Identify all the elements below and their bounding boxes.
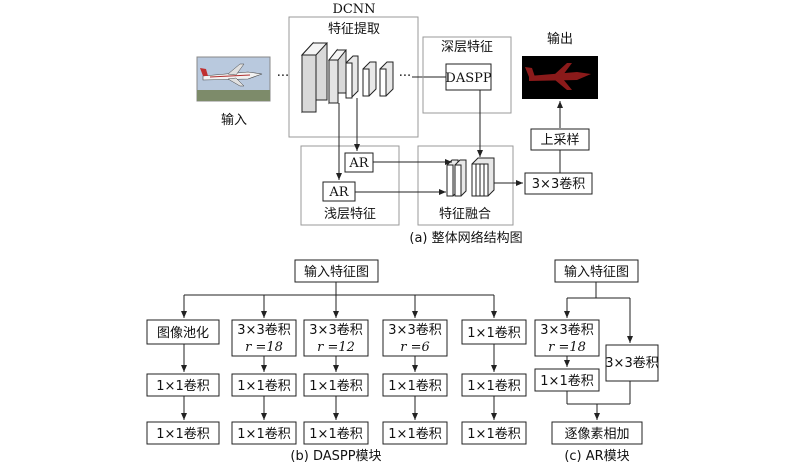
svg-text:r =18: r =18 [245, 340, 283, 355]
ar-conv3x3-label: 3×3卷积 [605, 355, 658, 371]
svg-text:3×3卷积: 3×3卷积 [309, 322, 362, 338]
feature-fusion-label: 特征融合 [439, 207, 491, 222]
shallow-feature-label: 浅层特征 [324, 207, 376, 222]
ar-input-label: 输入特征图 [564, 264, 629, 280]
deep-feature-group-box [422, 36, 512, 114]
daspp-branch-1x1: 1×1卷积 1×1卷积 1×1卷积 [461, 295, 527, 445]
daspp-branch-r6: 3×3卷积 r =6 1×1卷积 1×1卷积 [382, 295, 448, 445]
shallow-feature-group-box [300, 145, 400, 226]
daspp-module: 输入特征图 图像池化 1×1卷积 1×1卷积 3×3卷积 r =18 1×1卷积 [146, 259, 527, 463]
svg-text:1×1卷积: 1×1卷积 [467, 325, 520, 341]
daspp-branch-r12: 3×3卷积 r =12 1×1卷积 1×1卷积 [303, 295, 369, 445]
svg-text:1×1卷积: 1×1卷积 [237, 426, 290, 442]
svg-text:r =12: r =12 [317, 340, 355, 355]
svg-text:1×1卷积: 1×1卷积 [237, 378, 290, 394]
dcnn-label: DCNN [332, 2, 375, 17]
ar-conv-dilation-rate: r =18 [548, 340, 586, 355]
ar-module: 输入特征图 3×3卷积 r =18 1×1卷积 3×3卷积 逐像素相加 (c) … [534, 259, 659, 463]
upsample-label: 上采样 [540, 133, 579, 148]
daspp-label: DASPP [445, 71, 491, 86]
svg-text:3×3卷积: 3×3卷积 [388, 322, 441, 338]
ellipsis-dots-2: ··· [399, 69, 411, 84]
svg-text:1×1卷积: 1×1卷积 [388, 378, 441, 394]
ar-conv-dilated-label: 3×3卷积 [540, 322, 593, 338]
caption-c: (c) AR模块 [564, 449, 629, 463]
daspp-branch-pooling: 图像池化 1×1卷积 1×1卷积 [146, 295, 220, 445]
output-image [522, 56, 598, 99]
feature-fusion-group-box [417, 145, 514, 226]
svg-text:1×1卷积: 1×1卷积 [467, 378, 520, 394]
caption-b: (b) DASPP模块 [290, 449, 381, 463]
conv3x3-label: 3×3卷积 [532, 176, 585, 192]
ar-sum-label: 逐像素相加 [564, 427, 629, 442]
daspp-branch-r18: 3×3卷积 r =18 1×1卷积 1×1卷积 [231, 295, 297, 445]
output-label: 输出 [547, 31, 573, 47]
feature-extract-label: 特征提取 [328, 21, 380, 37]
svg-text:1×1卷积: 1×1卷积 [156, 426, 209, 442]
svg-text:1×1卷积: 1×1卷积 [309, 426, 362, 442]
svg-text:1×1卷积: 1×1卷积 [388, 426, 441, 442]
overall-network: 输入 ··· DCNN 特征提取 ··· 深层特征 DA [196, 2, 598, 246]
ar-conv1x1-label: 1×1卷积 [540, 373, 593, 389]
ar-top-label: AR [348, 156, 369, 171]
ar-conv3x3-box [605, 344, 659, 382]
daspp-input-label: 输入特征图 [304, 264, 369, 280]
ar-sum-box [551, 421, 643, 445]
deep-feature-label: 深层特征 [441, 40, 493, 55]
conv3x3-box [524, 172, 593, 195]
ellipsis-dots: ··· [277, 69, 289, 84]
svg-text:1×1卷积: 1×1卷积 [309, 378, 362, 394]
caption-a: (a) 整体网络结构图 [409, 230, 522, 246]
daspp-box [445, 63, 492, 91]
svg-text:图像池化: 图像池化 [157, 326, 209, 341]
svg-text:3×3卷积: 3×3卷积 [237, 322, 290, 338]
input-label: 输入 [221, 112, 247, 128]
cnn-layers [300, 41, 394, 114]
ar-bottom-label: AR [328, 185, 349, 200]
fusion-layers [446, 157, 495, 197]
svg-text:1×1卷积: 1×1卷积 [467, 426, 520, 442]
input-image [196, 56, 271, 102]
svg-text:r =6: r =6 [400, 340, 430, 355]
svg-text:1×1卷积: 1×1卷积 [156, 378, 209, 394]
